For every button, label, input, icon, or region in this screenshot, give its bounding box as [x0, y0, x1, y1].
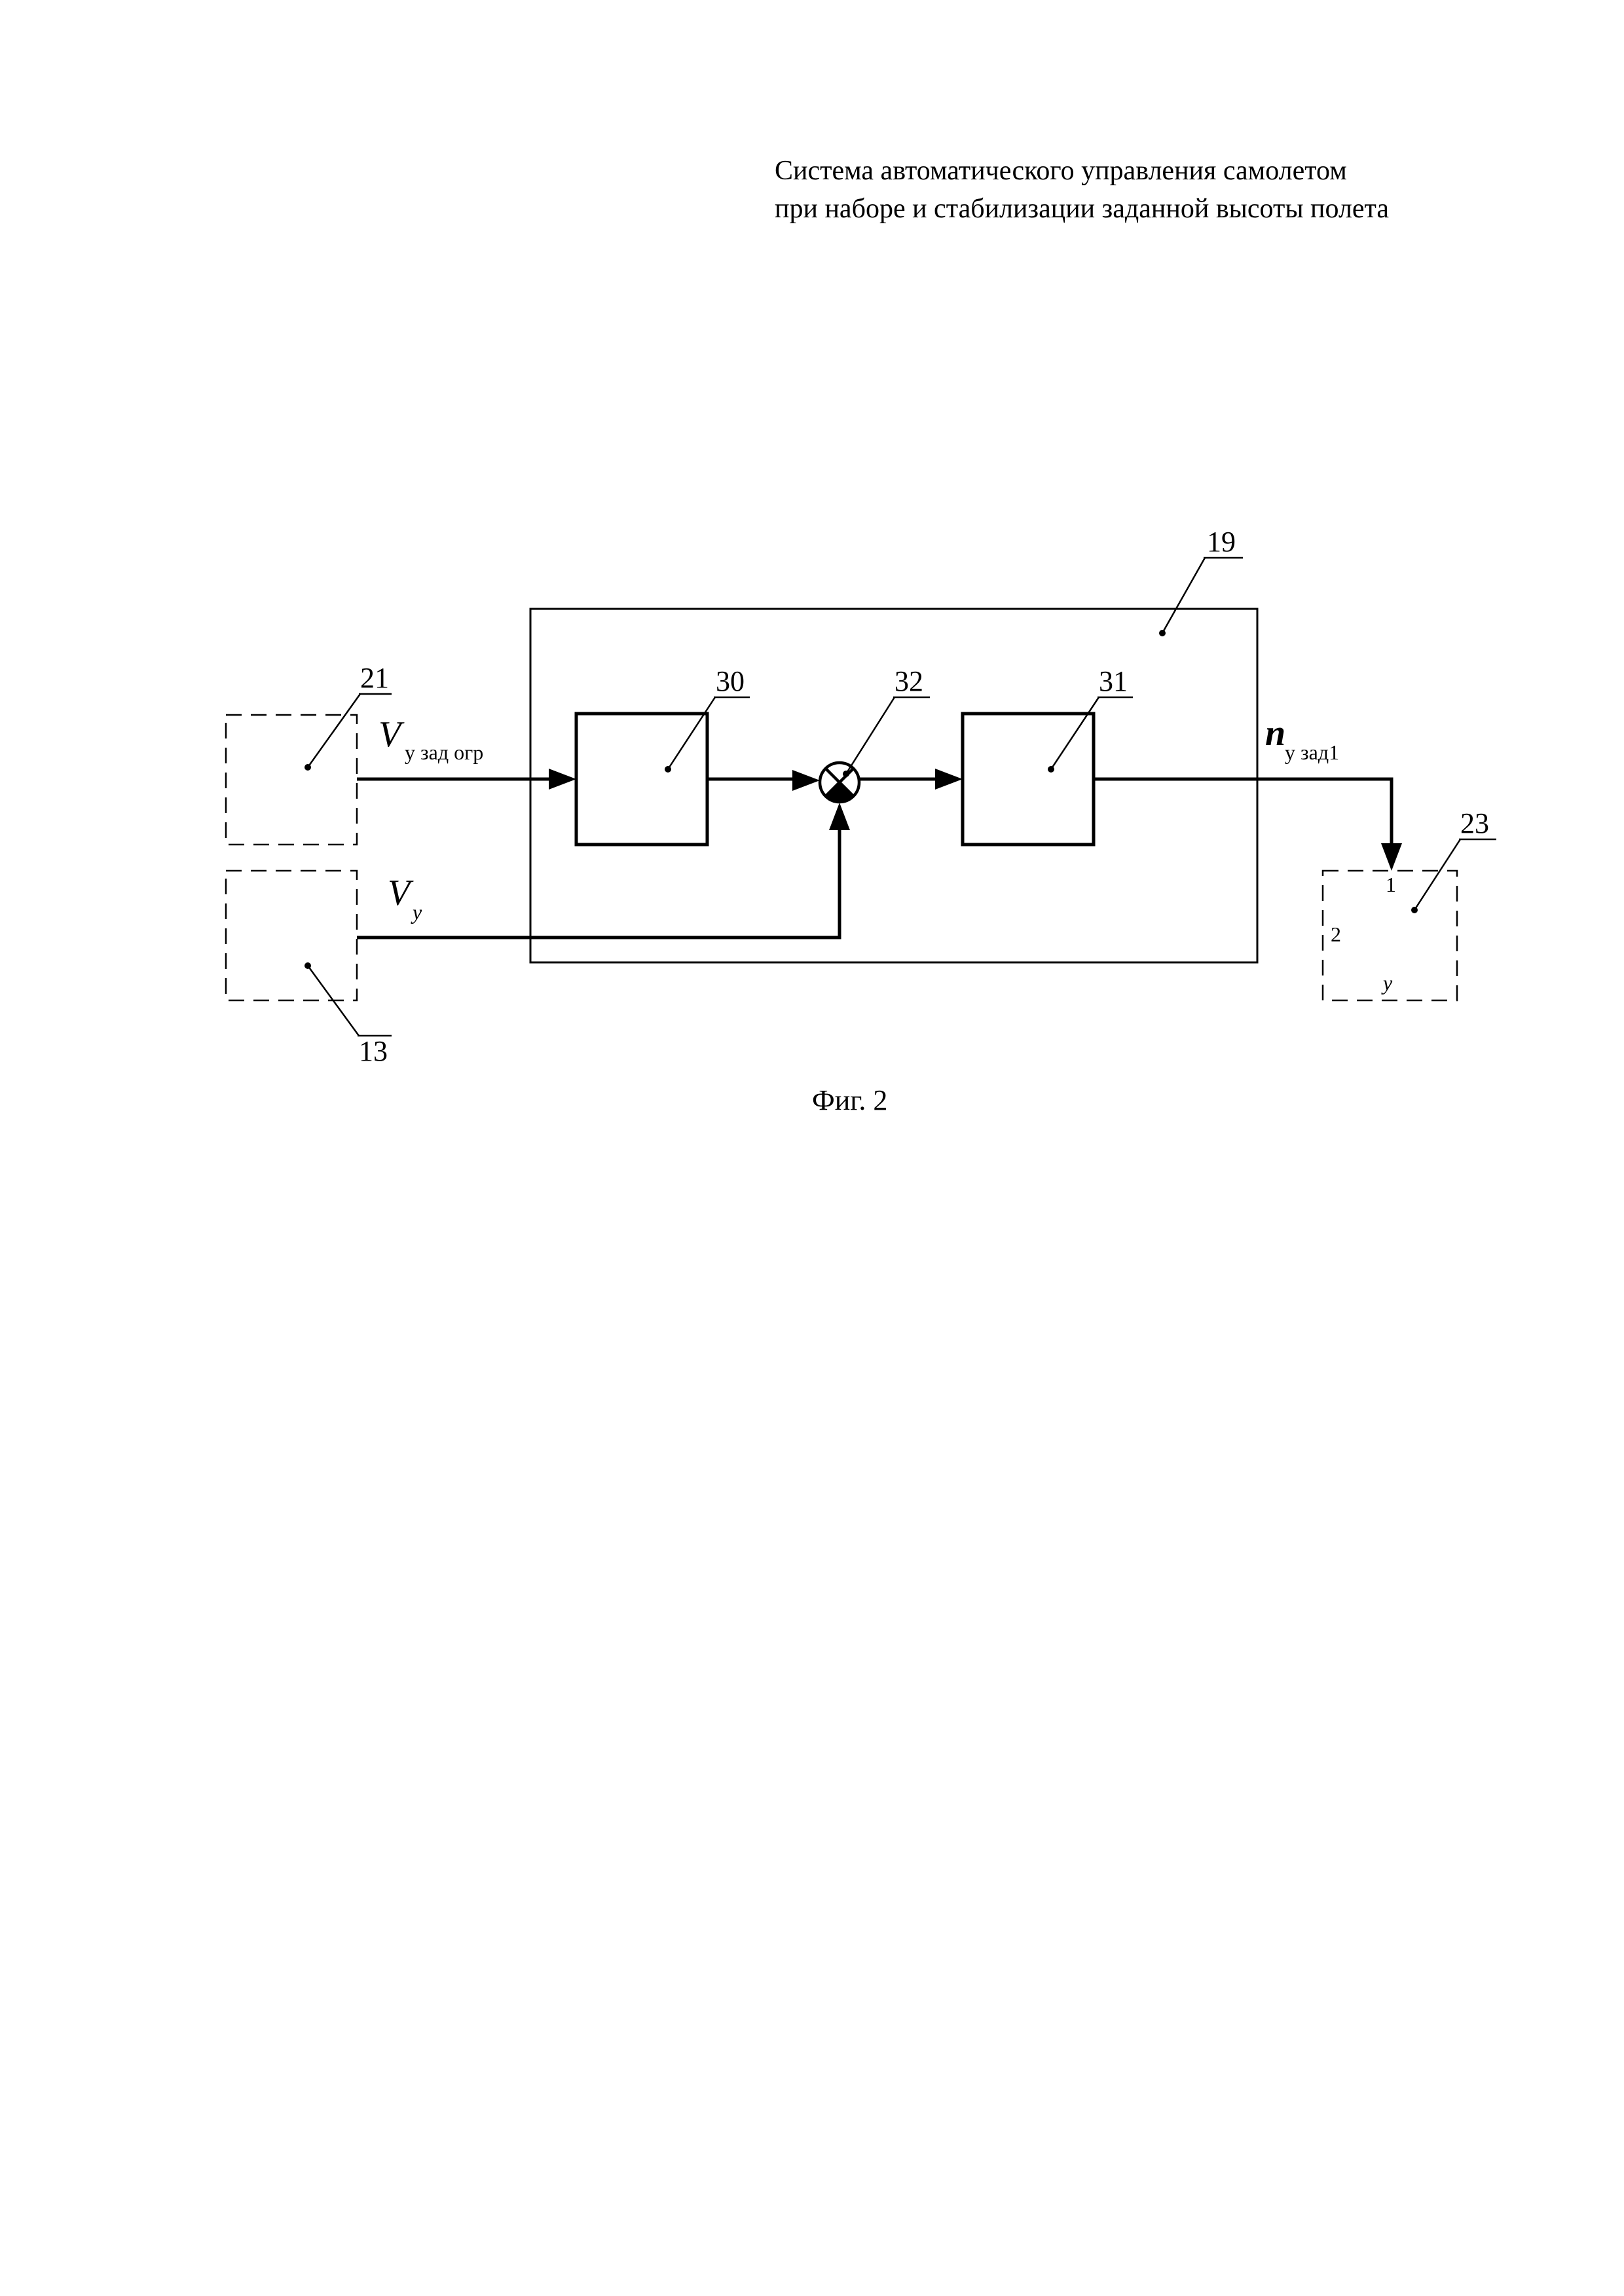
title-line-1: Система автоматического управления самол… — [775, 156, 1347, 186]
block-23-port-1: 1 — [1386, 873, 1396, 896]
block-32-leader — [845, 697, 896, 774]
arrowhead-into-32-bottom — [829, 803, 850, 830]
block-31-label: 31 — [1099, 665, 1128, 697]
wire-13-to-32 — [357, 826, 841, 939]
block-31-leader — [1050, 697, 1100, 770]
signal-vy-main: V — [388, 873, 414, 913]
signal-ny-zad1-sub: y зад1 — [1285, 740, 1339, 764]
block-23-port-2: 2 — [1331, 922, 1341, 946]
arrowhead-into-31 — [935, 769, 963, 790]
block-23-frame — [1321, 869, 1458, 1002]
title-line-2: при наборе и стабилизации заданной высот… — [775, 194, 1390, 224]
arrowhead-into-23 — [1381, 843, 1402, 871]
block-19-frame — [529, 608, 1259, 964]
block-19-label: 19 — [1207, 526, 1236, 558]
block-23-label: 23 — [1460, 807, 1489, 839]
signal-ny-zad1-main: n — [1265, 713, 1285, 754]
block-13-leader — [306, 965, 360, 1036]
signal-vy-zad-ogr-main: V — [378, 714, 405, 755]
block-21-label: 21 — [360, 662, 389, 694]
signal-vy-sub: y — [411, 900, 422, 924]
block-23-port-y: y — [1381, 971, 1393, 994]
arrowhead-into-32 — [792, 770, 820, 791]
block-23-leader — [1413, 839, 1462, 911]
figure-caption: Фиг. 2 — [812, 1084, 888, 1116]
wire-31-to-23 — [1094, 777, 1393, 845]
signal-vy-zad-ogr-sub: y зад огр — [405, 740, 483, 764]
block-32-label: 32 — [895, 665, 923, 697]
document-title: Система автоматического управления самол… — [775, 152, 1389, 228]
block-30-frame — [574, 712, 709, 847]
block-30-leader — [667, 697, 716, 770]
block-32-summer — [818, 761, 861, 804]
block-19-dot — [1159, 630, 1166, 636]
block-13-label: 13 — [359, 1035, 388, 1067]
block-21-leader — [306, 693, 361, 768]
arrowhead-into-30 — [549, 769, 576, 790]
block-21-frame — [225, 714, 358, 846]
block-19-leader — [1161, 557, 1206, 634]
block-13-frame — [225, 869, 358, 1002]
block-30-label: 30 — [716, 665, 745, 697]
